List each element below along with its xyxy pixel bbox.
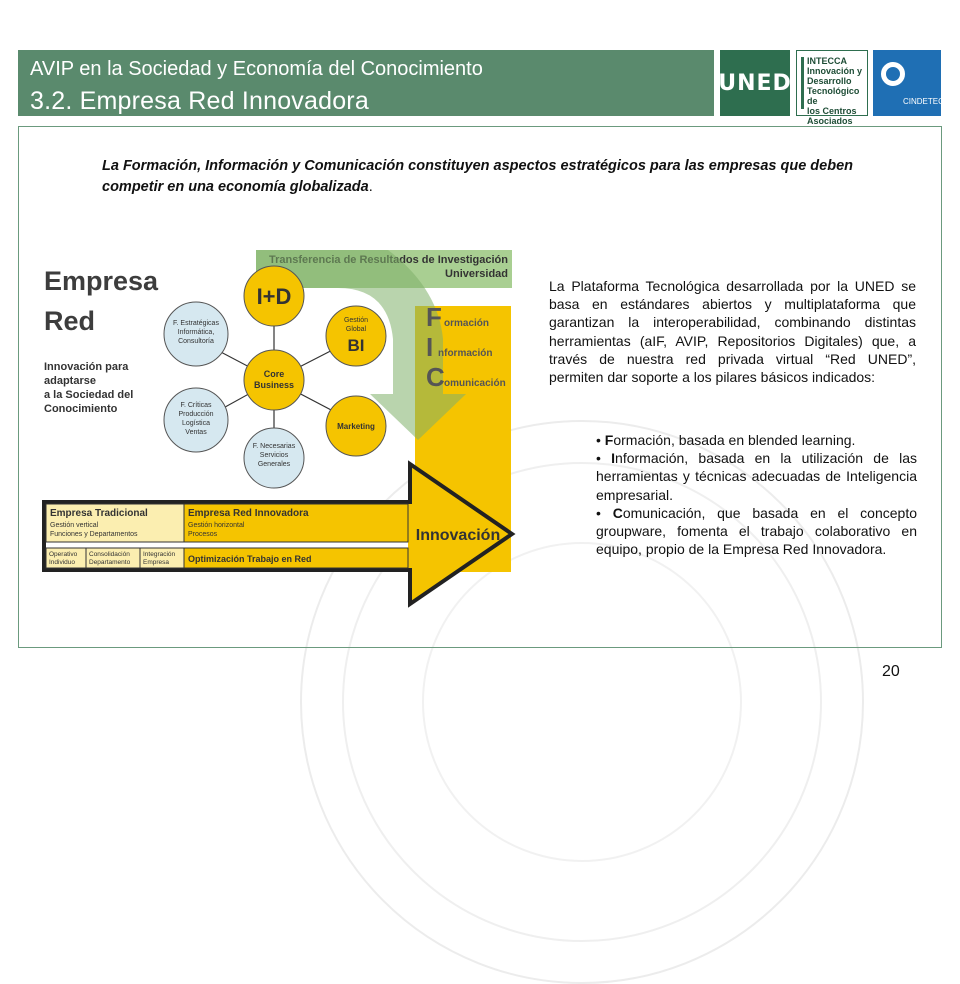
bullet-text: nformación, basada en la utilización de …: [596, 450, 918, 503]
tradicional-title: Empresa Tradicional: [50, 508, 148, 519]
bullet-text: ormación, basada en blended learning.: [613, 432, 856, 448]
core-business-circle: [243, 349, 305, 411]
fic-initial: F: [426, 302, 442, 332]
list-item: • Información, basada en la utilización …: [596, 450, 918, 503]
diagram-subheading-line: adaptarse: [44, 375, 96, 387]
criticas-line: Logística: [182, 420, 210, 427]
estrategicas-circle: [163, 301, 229, 367]
header-subtitle: AVIP en la Sociedad y Economía del Conoc…: [30, 58, 483, 80]
bi-circle: [325, 305, 387, 367]
red-title: Empresa Red Innovadora: [188, 508, 309, 519]
intecca-line: INTECCA: [807, 56, 847, 66]
tradicional-line: Gestión vertical: [50, 522, 99, 529]
intecca-logo: INTECCA Innovación y Desarrollo Tecnológ…: [796, 50, 868, 126]
core-line: Core: [264, 369, 285, 379]
page-number: 20: [882, 663, 900, 680]
innovacion-label: Innovación: [416, 527, 500, 544]
optimizacion-cell: [183, 547, 409, 569]
small-cell-text: Integración: [143, 551, 176, 558]
criticas-line: F. Críticas: [180, 402, 212, 409]
transfer-arrow: [256, 250, 466, 440]
marketing-label: Marketing: [337, 422, 375, 431]
fic-initial: C: [426, 362, 445, 392]
slide-title: 3.2. Empresa Red Innovadora: [30, 87, 369, 115]
id-label: I+D: [257, 284, 292, 309]
platform-description: La Plataforma Tecnológica desarrollada p…: [549, 278, 916, 386]
bullet-initial: I: [611, 450, 616, 467]
uned-logo: UNED: [718, 50, 791, 116]
diagram-heading-2: Red: [44, 306, 95, 336]
fic-initial: I: [426, 332, 433, 362]
bi-line: Gestión: [344, 317, 368, 324]
cindetec-ring-icon: [881, 62, 905, 86]
small-cell-text: Departamento: [89, 559, 131, 566]
bi-line: Global: [346, 326, 367, 333]
tradicional-line: Funciones y Departamentos: [50, 531, 138, 538]
necesarias-circle: [243, 427, 305, 489]
diagram-subheading-line: Innovación para: [44, 361, 129, 373]
small-cell-text: Empresa: [143, 559, 169, 566]
red-cell: [183, 503, 409, 543]
intecca-line: Innovación y: [807, 66, 863, 76]
criticas-line: Ventas: [185, 429, 207, 436]
content-panel: [18, 126, 942, 648]
intro-period: .: [368, 179, 373, 195]
slide-header: AVIP en la Sociedad y Economía del Conoc…: [18, 50, 714, 116]
banner-line: Universidad: [445, 268, 508, 280]
small-cell-text: Individuo: [49, 559, 75, 566]
intro-sentence: La Formación, Información y Comunicación…: [102, 158, 853, 195]
empresa-red-diagram: Transferencia de Resultados de Investiga…: [42, 250, 516, 608]
small-cell-text: Consolidación: [89, 551, 130, 558]
id-circle: [243, 265, 305, 327]
bullet-text: omunicación, que basada en el concepto g…: [596, 504, 917, 558]
necesarias-line: Generales: [258, 461, 291, 468]
criticas-circle: [163, 387, 229, 453]
marketing-circle: [325, 395, 387, 457]
cindetec-logo: CINDETEC: [873, 50, 944, 116]
intecca-logo-bar: [801, 57, 804, 109]
intro-text: La Formación, Información y Comunicación…: [102, 156, 882, 198]
cindetec-label: CINDETEC: [903, 97, 944, 106]
estrategicas-line: Informática,: [178, 329, 215, 336]
optimizacion-label: Optimización Trabajo en Red: [188, 554, 312, 564]
necesarias-line: Servicios: [260, 452, 289, 459]
list-item: • Comunicación, que basada en el concept…: [596, 504, 917, 558]
small-cell-text: Operativo: [49, 551, 78, 558]
intecca-line: los Centros: [807, 106, 857, 116]
fic-rest: omunicación: [444, 378, 506, 389]
bi-label: BI: [348, 336, 365, 355]
list-item: • Formación, basada en blended learning.: [596, 432, 856, 448]
bullet-initial: C: [612, 504, 623, 521]
intecca-line: Desarrollo: [807, 76, 852, 86]
core-line: Business: [254, 380, 294, 390]
fic-rest: nformación: [438, 348, 492, 359]
diagram-subheading-line: a la Sociedad del: [44, 389, 133, 401]
tradicional-cell: [45, 503, 185, 543]
criticas-line: Producción: [178, 411, 213, 418]
diagram-subheading-line: Conocimiento: [44, 403, 118, 415]
intecca-line: Tecnológico de: [807, 86, 860, 106]
red-line: Procesos: [188, 531, 218, 538]
necesarias-line: F. Necesarias: [253, 443, 296, 450]
bullet-initial: F: [604, 432, 614, 448]
intecca-line: Asociados: [807, 116, 853, 126]
fic-rest: ormación: [444, 318, 489, 329]
diagram-heading-1: Empresa: [44, 266, 159, 296]
pillars-list: • Formación, basada en blended learning.…: [596, 431, 917, 558]
red-line: Gestión horizontal: [188, 522, 245, 529]
estrategicas-line: Consultoría: [178, 338, 214, 345]
estrategicas-line: F. Estratégicas: [173, 320, 219, 327]
